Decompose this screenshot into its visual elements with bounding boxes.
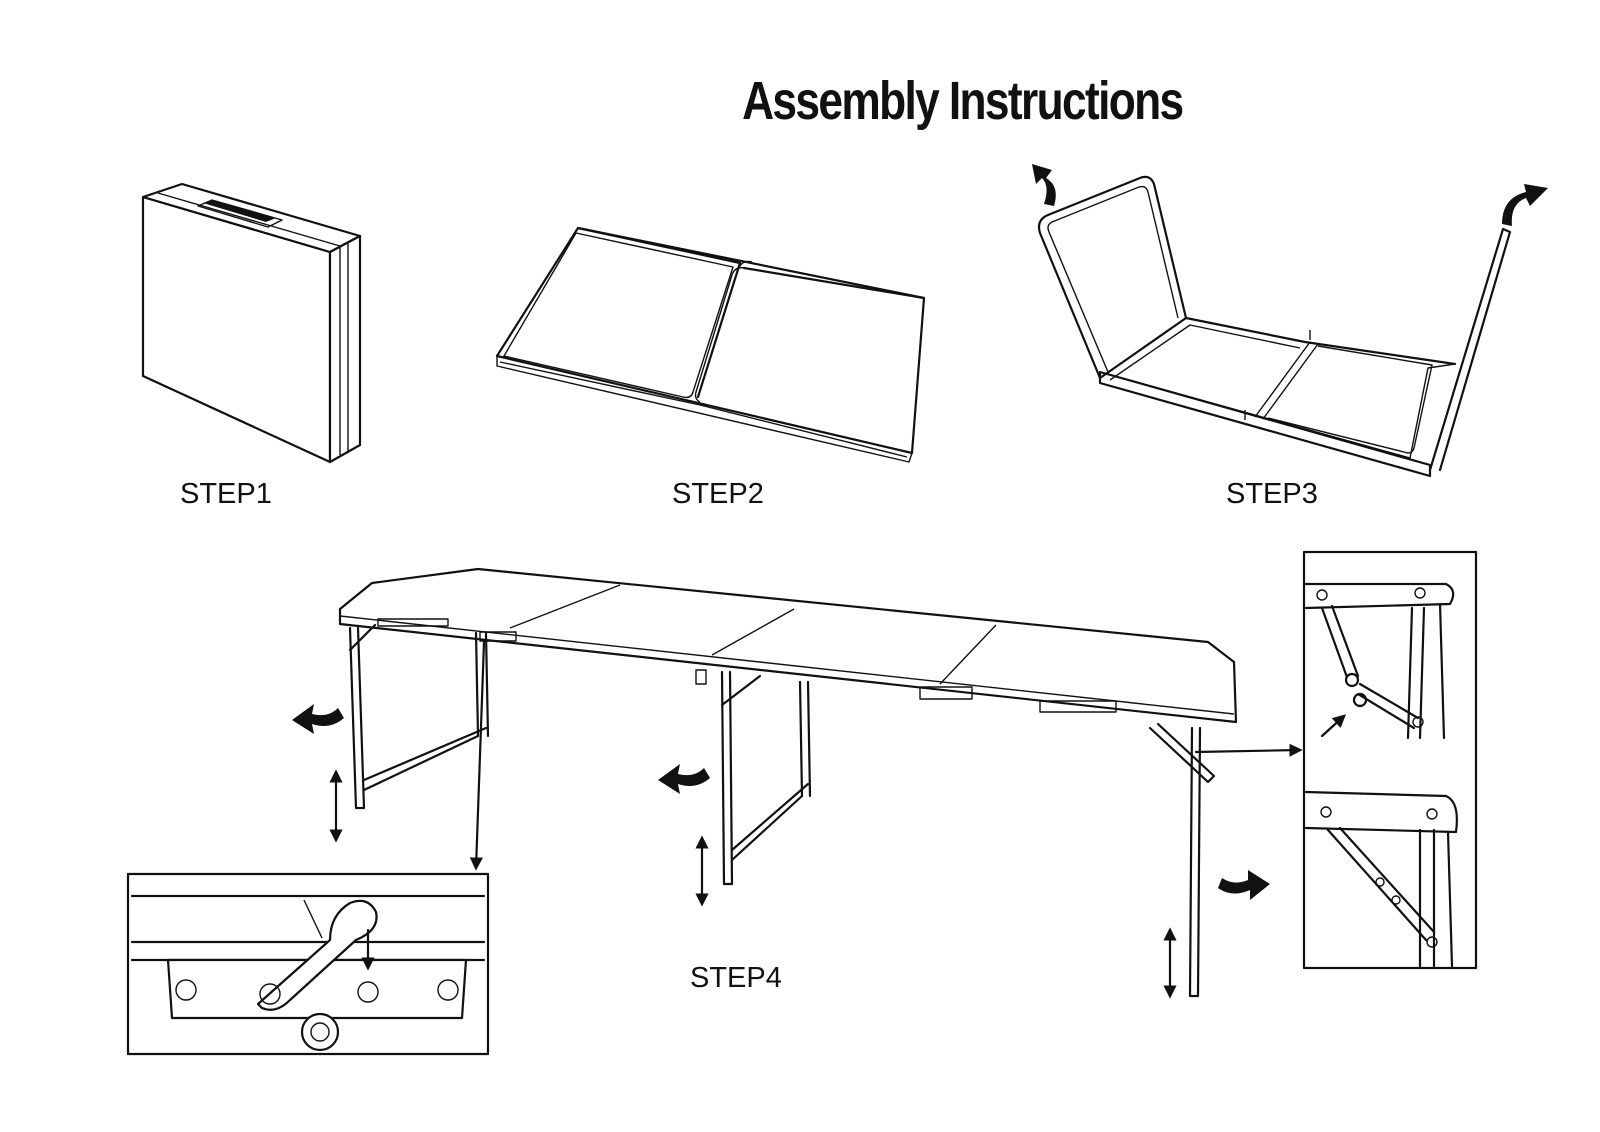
step3-opening-table-illustration (1037, 175, 1512, 478)
step3-label: STEP3 (1226, 478, 1318, 510)
curved-arrow-icon (292, 704, 344, 734)
curved-arrow-icon (1032, 164, 1056, 206)
arrow-icon (1320, 714, 1346, 738)
leg-brace-detail-inset (1302, 550, 1478, 970)
hinge-latch-detail-inset (126, 872, 490, 1056)
arrow-icon (469, 640, 486, 871)
step1-label: STEP1 (180, 478, 272, 510)
step4-label: STEP4 (690, 962, 782, 994)
step4-pointer-arrows (469, 640, 1303, 871)
step3-right-rotate-arrow (1502, 184, 1548, 226)
carry-handle-icon (203, 200, 276, 222)
page-title: Assembly Instructions (742, 71, 1184, 131)
step2-label: STEP2 (672, 478, 764, 510)
curved-arrow-icon (1502, 184, 1548, 226)
step4-curved-arrows (292, 704, 1270, 900)
step4-double-arrows (329, 769, 1177, 999)
step3-left-rotate-arrow (1032, 164, 1056, 206)
curved-arrow-icon (658, 764, 710, 794)
step1-folded-case-illustration (141, 182, 362, 464)
step2-unfolded-table-illustration (495, 226, 926, 463)
step4-assembled-table-illustration (338, 567, 1238, 998)
curved-arrow-icon (1218, 870, 1270, 900)
arrow-icon (1194, 743, 1303, 757)
